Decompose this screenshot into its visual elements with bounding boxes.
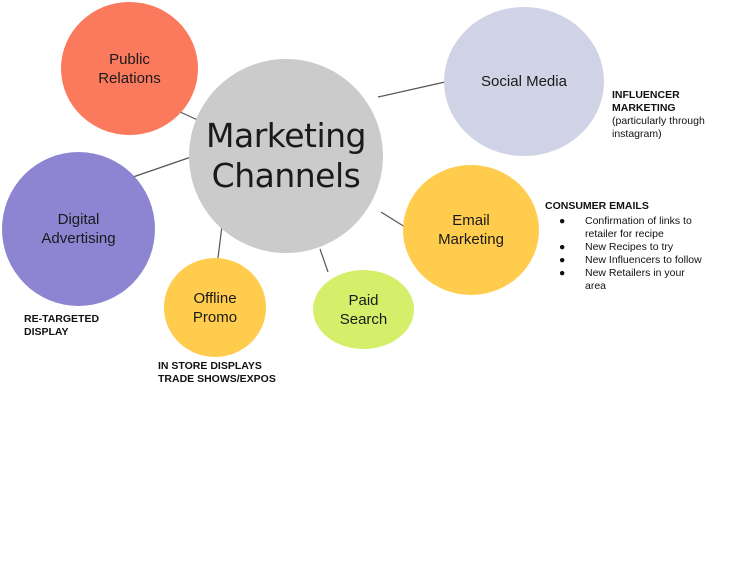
- list-item-text: New Recipes to try: [585, 241, 674, 253]
- node-digital-advertising: Digital Advertising: [2, 152, 155, 306]
- list-item-text: Confirmation of links to retailer for re…: [585, 215, 692, 240]
- note-social-media: INFLUENCER MARKETING (particularly throu…: [612, 89, 727, 141]
- note-consumer-emails: CONSUMER EMAILS ● Confirmation of links t…: [545, 200, 727, 293]
- list-item: ● Confirmation of links to retailer for r…: [559, 215, 727, 241]
- note-digital-advertising: RE-TARGETED DISPLAY: [24, 313, 144, 339]
- list-item-text: New Influencers to follow: [585, 254, 702, 266]
- node-public-relations-label: Public Relations: [98, 50, 161, 87]
- node-paid-search-label: Paid Search: [339, 291, 388, 328]
- bullet-icon: ●: [559, 241, 566, 253]
- connector-paid-search: [319, 248, 329, 273]
- connector-social-media: [377, 81, 446, 98]
- note-social-media-title: INFLUENCER MARKETING: [612, 89, 680, 114]
- list-item-text: New Retailers in your area: [585, 267, 685, 292]
- node-social-media-label: Social Media: [481, 73, 567, 90]
- note-offline-promo-title: IN STORE DISPLAYS TRADE SHOWS/EXPOS: [158, 360, 276, 385]
- list-item: ● New Recipes to try: [559, 241, 727, 254]
- list-item: ● New Influencers to follow: [559, 254, 727, 267]
- node-marketing-channels: Marketing Channels: [189, 59, 383, 253]
- email-items-list: ● Confirmation of links to retailer for r…: [545, 215, 727, 293]
- node-offline-promo-label: Offline Promo: [192, 289, 238, 326]
- connector-offline-promo: [217, 225, 223, 259]
- node-offline-promo: Offline Promo: [164, 258, 266, 357]
- bullet-icon: ●: [559, 215, 566, 227]
- note-social-media-text: (particularly through instagram): [612, 115, 705, 140]
- node-digital-advertising-label: Digital Advertising: [41, 211, 116, 247]
- note-offline-promo: IN STORE DISPLAYS TRADE SHOWS/EXPOS: [158, 360, 338, 386]
- bullet-icon: ●: [559, 267, 566, 279]
- node-marketing-channels-label: Marketing Channels: [206, 116, 366, 195]
- connector-email-marketing: [380, 211, 406, 228]
- list-item: ● New Retailers in your area: [559, 267, 727, 293]
- node-email-marketing: Email Marketing: [403, 165, 539, 295]
- bullet-icon: ●: [559, 254, 566, 266]
- node-public-relations: Public Relations: [61, 2, 198, 135]
- connector-digital-advertising: [132, 155, 195, 178]
- note-digital-advertising-title: RE-TARGETED DISPLAY: [24, 313, 100, 338]
- node-social-media: Social Media: [444, 7, 604, 156]
- node-paid-search: Paid Search: [313, 270, 414, 349]
- note-consumer-emails-title: CONSUMER EMAILS: [545, 200, 649, 212]
- node-email-marketing-label: Email Marketing: [438, 212, 504, 248]
